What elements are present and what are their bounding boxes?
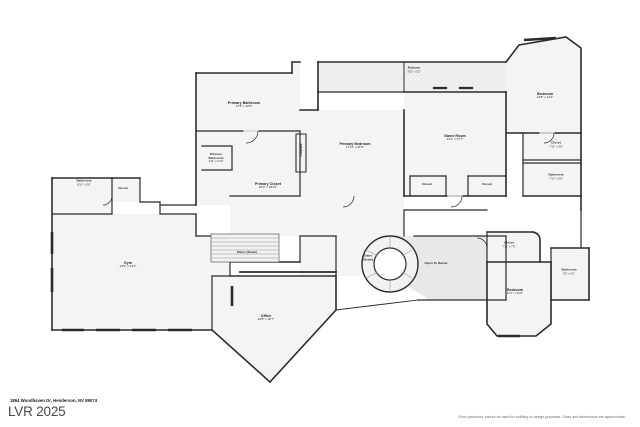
fill-hall-center xyxy=(230,196,300,236)
fill-closet-game-left xyxy=(410,176,446,196)
floor-plan-drawing xyxy=(50,36,590,384)
lvr-watermark-logo: LVR 2025 xyxy=(8,404,66,419)
fill-primary-closet xyxy=(196,131,300,205)
fill-closet-upper-right xyxy=(523,133,581,160)
fill-bathroom-upper-right xyxy=(523,163,581,196)
fill-closet-left xyxy=(112,178,140,202)
property-address: 1864 Woodhaven Dr, Henderson, NV 89074 xyxy=(10,398,98,403)
wall-fireplace-chase xyxy=(295,133,307,173)
fill-bedroom-lower-right xyxy=(487,262,551,336)
fill-bedroom-upper-right xyxy=(506,37,581,133)
fill-balcony xyxy=(318,62,506,92)
fill-open-to-below xyxy=(390,236,506,300)
room-fill-layer xyxy=(52,37,589,382)
footer-bar: 1864 Woodhaven Dr, Henderson, NV 89074 L… xyxy=(0,393,640,427)
fill-game-room xyxy=(404,92,506,196)
door-swing-layer xyxy=(102,130,555,249)
wall-otb-sw-diag xyxy=(335,299,419,311)
wall-bedroom-ur-bay xyxy=(504,36,582,197)
fill-bathroom-lower-right xyxy=(551,248,589,300)
wall-office-se xyxy=(268,308,338,384)
wall-lr-closet-round xyxy=(532,231,541,263)
fill-primary-bathroom xyxy=(196,62,300,131)
wall-primary-bath-2 xyxy=(201,145,233,171)
wall-top-notch xyxy=(291,61,301,74)
spiral-stair xyxy=(361,235,419,293)
floor-plan-canvas: Primary Bathroom 17'9" x 18'5" Primary B… xyxy=(50,36,590,384)
fill-gym xyxy=(52,214,230,330)
wall-office-sw xyxy=(210,328,272,384)
fill-primary-bedroom xyxy=(300,110,404,196)
stair-treads-center xyxy=(210,233,280,263)
fill-closet-lower-right xyxy=(487,232,540,262)
fill-office xyxy=(212,276,336,382)
disclaimer-text: Floor plans/tour cannot be used for buil… xyxy=(458,415,626,419)
fill-closet-game-right xyxy=(468,176,506,196)
fill-bathroom-left xyxy=(52,178,112,214)
window-marks xyxy=(50,36,557,338)
door-jambs xyxy=(243,130,555,197)
